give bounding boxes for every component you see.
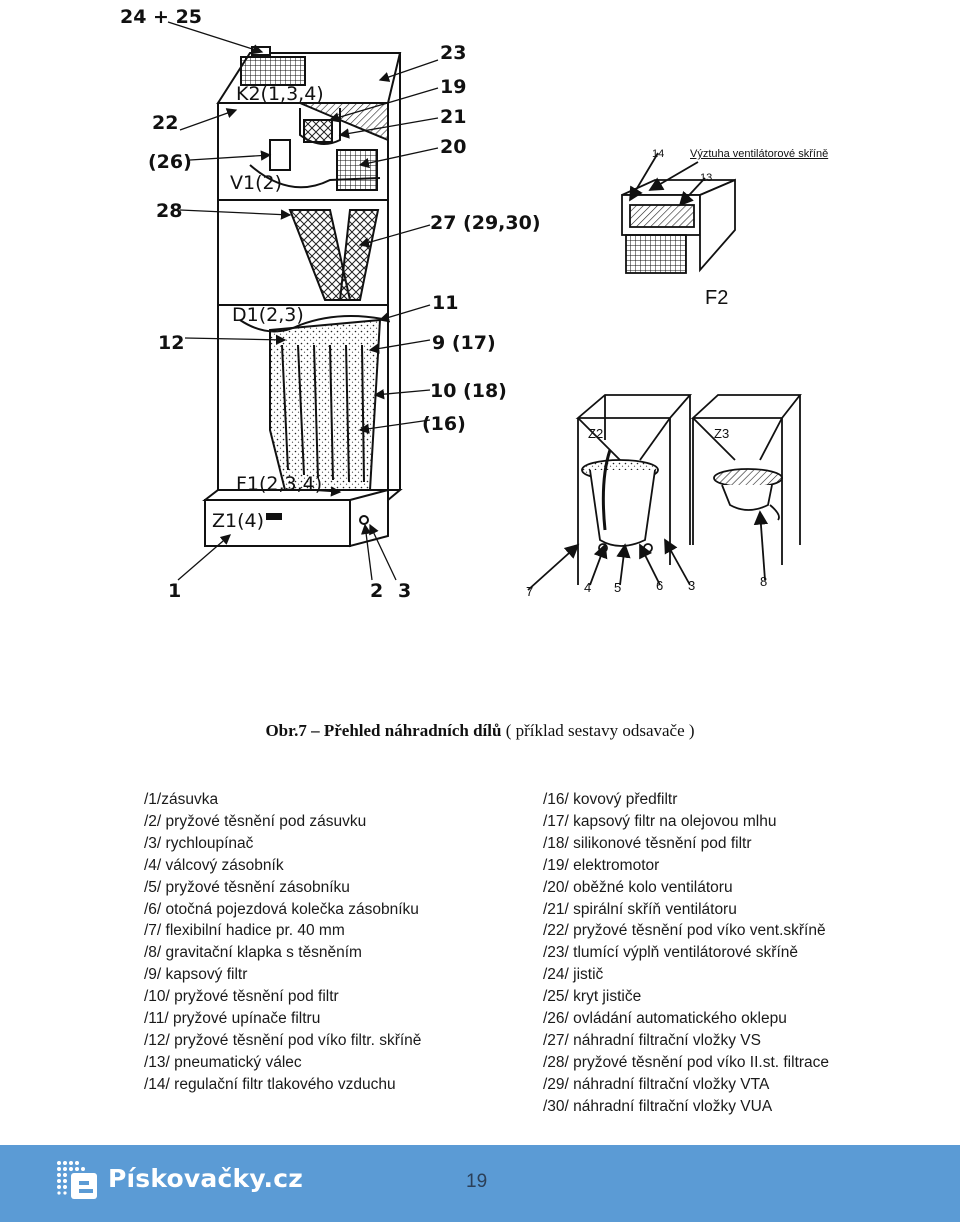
page-footer: Pískovačky.cz 19 (0, 1145, 960, 1222)
label-right-13: 13 (700, 172, 713, 184)
caption-title: Přehled náhradních dílů (323, 721, 502, 740)
label-b5: 5 (614, 580, 622, 595)
list-item: /25/ kryt jističe (543, 988, 642, 1006)
parts-list-right: /16/ kovový předfiltr /17/ kapsový filtr… (543, 789, 829, 1118)
list-item: /11/ pryžové upínače filtru (144, 1010, 321, 1028)
label-b8: 8 (760, 574, 768, 589)
label-26: (26) (148, 151, 192, 173)
fan-box-detail (621, 152, 736, 274)
collector-stands (527, 394, 802, 591)
label-k2: K2(1,3,4) (236, 83, 324, 105)
label-right-title: Výztuha ventilátorové skříně (690, 148, 829, 160)
list-item: /18/ silikonové těsnění pod filtr (543, 834, 752, 852)
label-f1: F1(2,3,4) (236, 473, 323, 495)
list-item: /8/ gravitační klapka s těsněním (144, 944, 362, 962)
list-item: /2/ pryžové těsnění pod zásuvku (144, 812, 367, 830)
list-item: /19/ elektromotor (543, 856, 660, 874)
label-2: 2 (370, 580, 384, 602)
label-right-14: 14 (652, 148, 665, 160)
list-item: /9/ kapsový filtr (144, 966, 248, 984)
list-item: /21/ spirální skříň ventilátoru (543, 900, 737, 918)
label-z3: Z3 (714, 426, 730, 441)
list-item: /20/ oběžné kolo ventilátoru (543, 878, 733, 896)
list-item: /28/ pryžové těsnění pod víko II.st. fil… (543, 1053, 830, 1071)
label-19: 19 (440, 76, 467, 98)
label-22: 22 (152, 112, 179, 134)
main-cabinet (202, 46, 403, 548)
label-b7: 7 (526, 584, 534, 599)
label-z2: Z2 (588, 426, 604, 441)
label-11: 11 (432, 292, 459, 314)
parts-diagram (167, 21, 802, 591)
label-3: 3 (398, 580, 412, 602)
list-item: /26/ ovládání automatického oklepu (543, 1010, 787, 1028)
page-number: 19 (466, 1171, 488, 1192)
list-item: /30/ náhradní filtrační vložky VUA (543, 1097, 773, 1115)
figure-caption: Obr.7 – Přehled náhradních dílů ( příkla… (0, 721, 960, 741)
label-9: 9 (17) (432, 332, 496, 354)
parts-list-left: /1/zásuvka /2/ pryžové těsnění pod zásuv… (144, 789, 421, 1096)
label-b6: 6 (656, 578, 664, 593)
list-item: /16/ kovový předfiltr (543, 791, 678, 808)
list-item: /4/ válcový zásobník (144, 856, 284, 874)
label-b4: 4 (584, 580, 592, 595)
label-d1: D1(2,3) (232, 304, 304, 326)
list-item: /23/ tlumící výplň ventilátorové skříně (543, 944, 799, 962)
list-item: /24/ jistič (543, 966, 604, 984)
list-item: /12/ pryžové těsnění pod víko filtr. skř… (144, 1031, 422, 1049)
label-24-25: 24 + 25 (120, 6, 203, 28)
list-item: /1/zásuvka (144, 791, 219, 808)
list-item: /3/ rychloupínač (144, 834, 254, 852)
list-item: /5/ pryžové těsnění zásobníku (144, 878, 350, 896)
label-23: 23 (440, 42, 467, 64)
brand-name[interactable]: Pískovačky.cz (108, 1164, 303, 1193)
leader-lines (167, 21, 439, 581)
label-12: 12 (158, 332, 185, 354)
label-21: 21 (440, 106, 467, 128)
caption-prefix: Obr.7 – (265, 721, 324, 740)
caption-suffix: ( příklad sestavy odsavače ) (501, 721, 695, 740)
label-1: 1 (168, 580, 182, 602)
brand-logo-icon (57, 1161, 97, 1199)
label-f2: F2 (705, 287, 729, 309)
label-27: 27 (29,30) (430, 212, 541, 234)
list-item: /7/ flexibilní hadice pr. 40 mm (144, 922, 345, 940)
label-10: 10 (18) (430, 380, 507, 402)
label-v1: V1(2) (230, 172, 282, 194)
list-item: /22/ pryžové těsnění pod víko vent.skřín… (543, 922, 826, 940)
list-item: /17/ kapsový filtr na olejovou mlhu (543, 812, 777, 830)
list-item: /29/ náhradní filtrační vložky VTA (543, 1075, 770, 1093)
list-item: /10/ pryžové těsnění pod filtr (144, 988, 339, 1006)
list-item: /14/ regulační filtr tlakového vzduchu (144, 1075, 396, 1093)
list-item: /6/ otočná pojezdová kolečka zásobníku (144, 900, 419, 918)
label-z1: Z1(4) (212, 510, 265, 532)
list-item: /13/ pneumatický válec (144, 1053, 302, 1071)
label-b3: 3 (688, 578, 696, 593)
label-16: (16) (422, 413, 466, 435)
label-28: 28 (156, 200, 183, 222)
list-item: /27/ náhradní filtrační vložky VS (543, 1031, 761, 1049)
label-20: 20 (440, 136, 467, 158)
